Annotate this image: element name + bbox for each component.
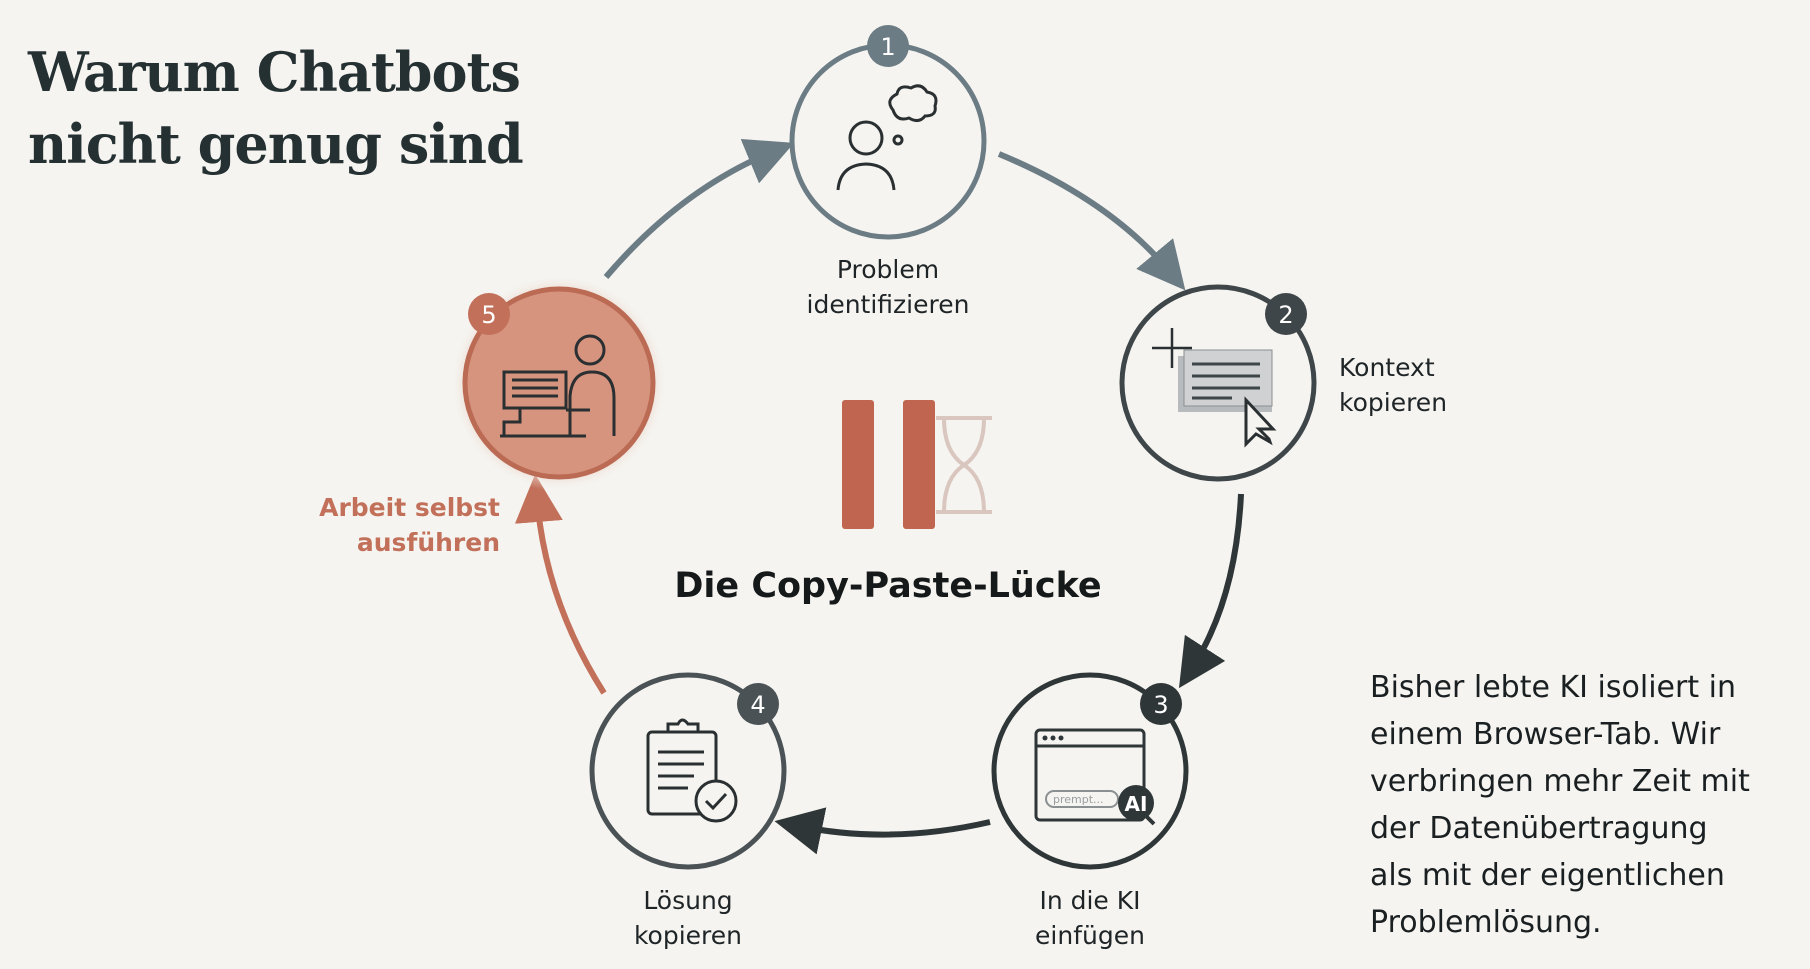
- label-line: kopieren: [1339, 388, 1448, 417]
- step-3-label: In die KI einfügen: [990, 883, 1190, 953]
- arrow-4-to-5: [514, 474, 607, 695]
- label-line: kopieren: [633, 921, 743, 950]
- title-line-1: Warum Chatbots: [28, 40, 521, 104]
- label-line: einfügen: [1035, 921, 1145, 950]
- paragraph-line: der Datenübertragung: [1370, 811, 1708, 846]
- title-line-2: nicht genug sind: [28, 112, 524, 176]
- step-1-node: [789, 25, 987, 240]
- step-2-node: [1119, 284, 1317, 482]
- step-4-label: Lösung kopieren: [588, 883, 788, 953]
- person-at-computer-icon: [500, 334, 616, 438]
- center-title: Die Copy-Paste-Lücke: [674, 566, 1102, 606]
- clipboard-check-icon: [646, 718, 738, 823]
- select-copy-cursor-icon: [1152, 328, 1277, 448]
- step-4-node: [589, 672, 787, 870]
- label-line: Problem: [836, 255, 940, 284]
- page-title: Warum Chatbots nicht genug sind: [28, 36, 524, 180]
- person-thinking-icon: [836, 84, 938, 191]
- label-line: Lösung: [643, 886, 733, 915]
- paragraph-line: einem Browser-Tab. Wir: [1370, 717, 1721, 752]
- paragraph-line: Problemlösung.: [1370, 905, 1602, 940]
- step-5-badge: 5: [481, 301, 496, 329]
- ai-badge: AI: [1125, 792, 1148, 816]
- label-line: In die KI: [1039, 886, 1141, 915]
- description-paragraph: Bisher lebte KI isoliert in einem Browse…: [1370, 664, 1790, 946]
- step-2-label: Kontext kopieren: [1339, 350, 1447, 420]
- step-2-badge: 2: [1278, 301, 1293, 329]
- step-3-badge: 3: [1153, 691, 1168, 719]
- arrow-3-to-4: [774, 807, 991, 855]
- browser-ai-prompt-icon: prempt... AI: [1034, 728, 1156, 826]
- paragraph-line: als mit der eigentlichen: [1370, 858, 1725, 893]
- label-line: Kontext: [1339, 353, 1435, 382]
- label-line: identifizieren: [806, 290, 970, 319]
- label-line: ausführen: [356, 528, 500, 557]
- step-3-node: prempt... AI: [991, 672, 1189, 870]
- step-1-badge: 1: [880, 33, 895, 61]
- step-5-node: [451, 275, 667, 491]
- arrow-2-to-3: [1178, 493, 1244, 689]
- step-1-label: Problem identifizieren: [788, 252, 988, 322]
- prompt-placeholder: prempt...: [1053, 793, 1104, 806]
- step-5-label: Arbeit selbst ausführen: [280, 490, 500, 560]
- arrow-5-to-1: [603, 138, 795, 279]
- label-line: Arbeit selbst: [319, 493, 500, 522]
- hourglass-icon: [936, 416, 992, 514]
- step-4-badge: 4: [750, 691, 765, 719]
- paragraph-line: Bisher lebte KI isoliert in: [1370, 670, 1736, 705]
- arrow-1-to-2: [997, 151, 1186, 291]
- pause-icon: [842, 400, 935, 529]
- paragraph-line: verbringen mehr Zeit mit: [1370, 764, 1750, 799]
